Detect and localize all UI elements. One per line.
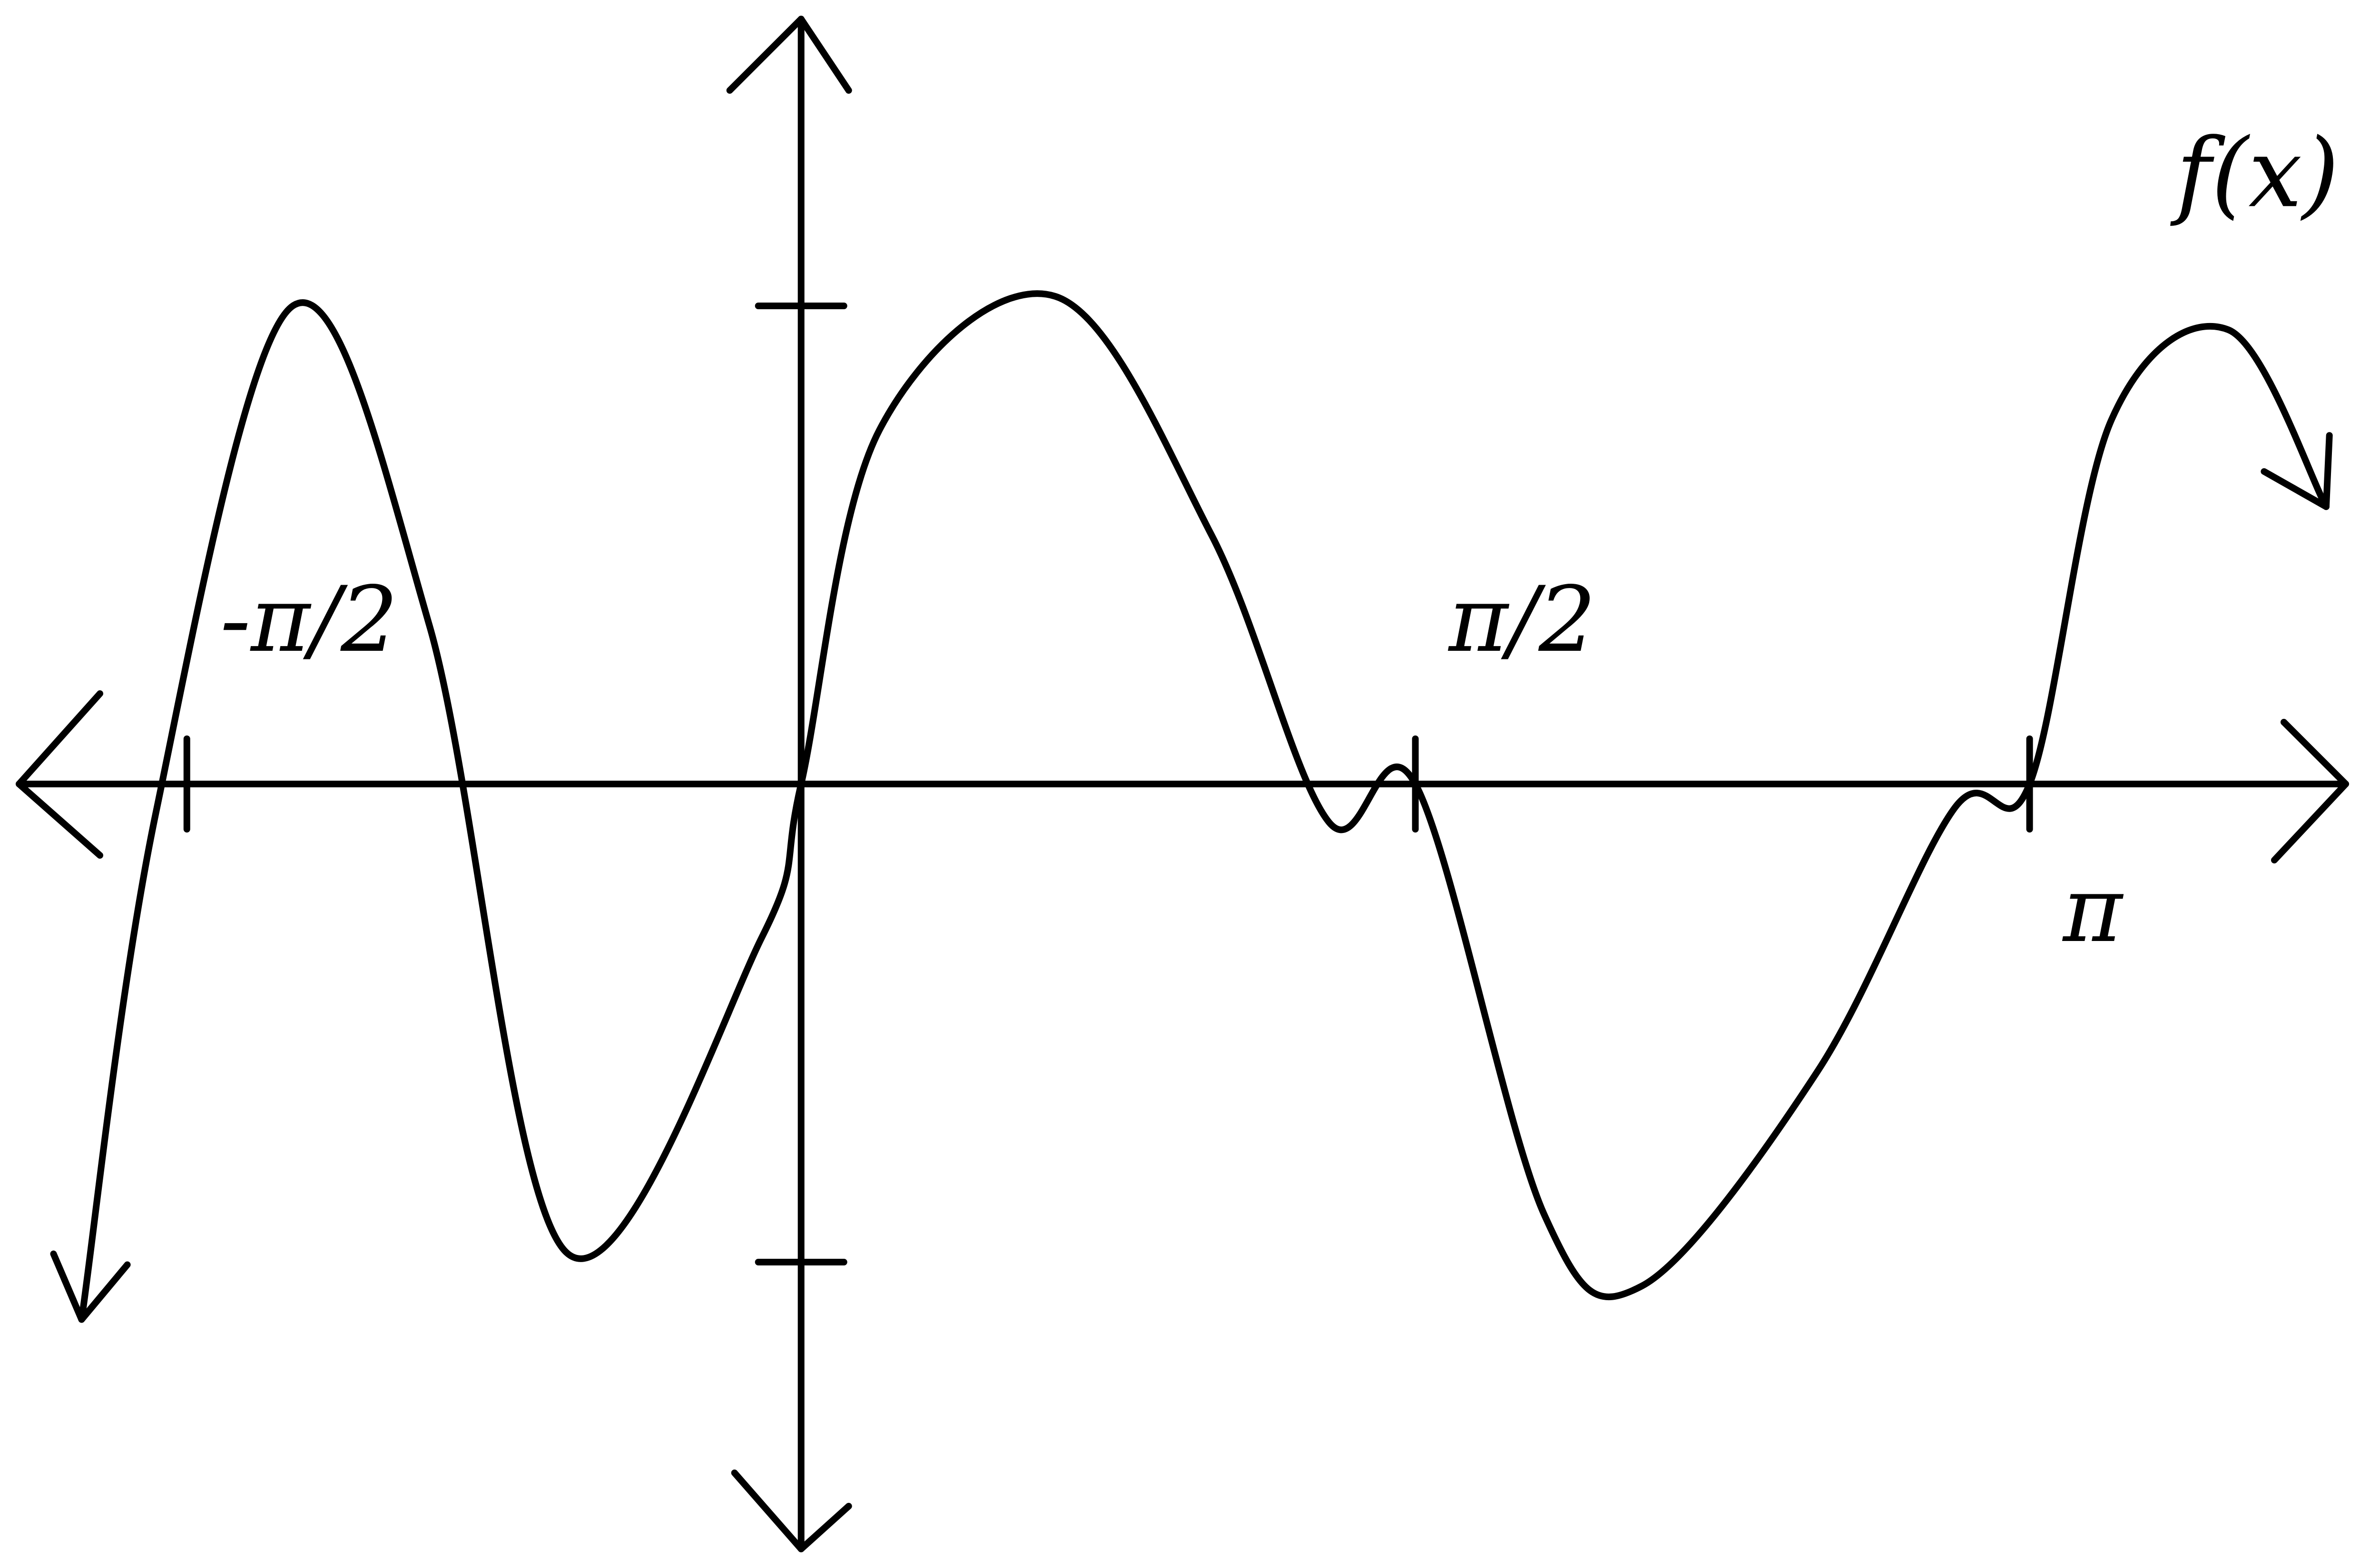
series-arrow-end xyxy=(2261,432,2333,510)
curves xyxy=(50,290,2333,1323)
x-tick-label: π/2 xyxy=(1448,567,1596,672)
y-axis-arrow-top xyxy=(726,16,852,94)
x-axis-arrow-left xyxy=(16,690,103,859)
series-arrow-start xyxy=(50,1250,131,1323)
labels: -π/2 π/2 π f(x) xyxy=(220,118,2340,962)
series-label: f(x) xyxy=(2170,118,2339,229)
x-tick-label: π xyxy=(2062,857,2124,962)
series-line xyxy=(78,290,2330,1323)
axes xyxy=(16,16,2349,1552)
x-axis-arrow-right xyxy=(2271,719,2349,863)
x-tick-label: -π/2 xyxy=(220,567,398,672)
y-axis-arrow-bottom xyxy=(731,1470,852,1552)
